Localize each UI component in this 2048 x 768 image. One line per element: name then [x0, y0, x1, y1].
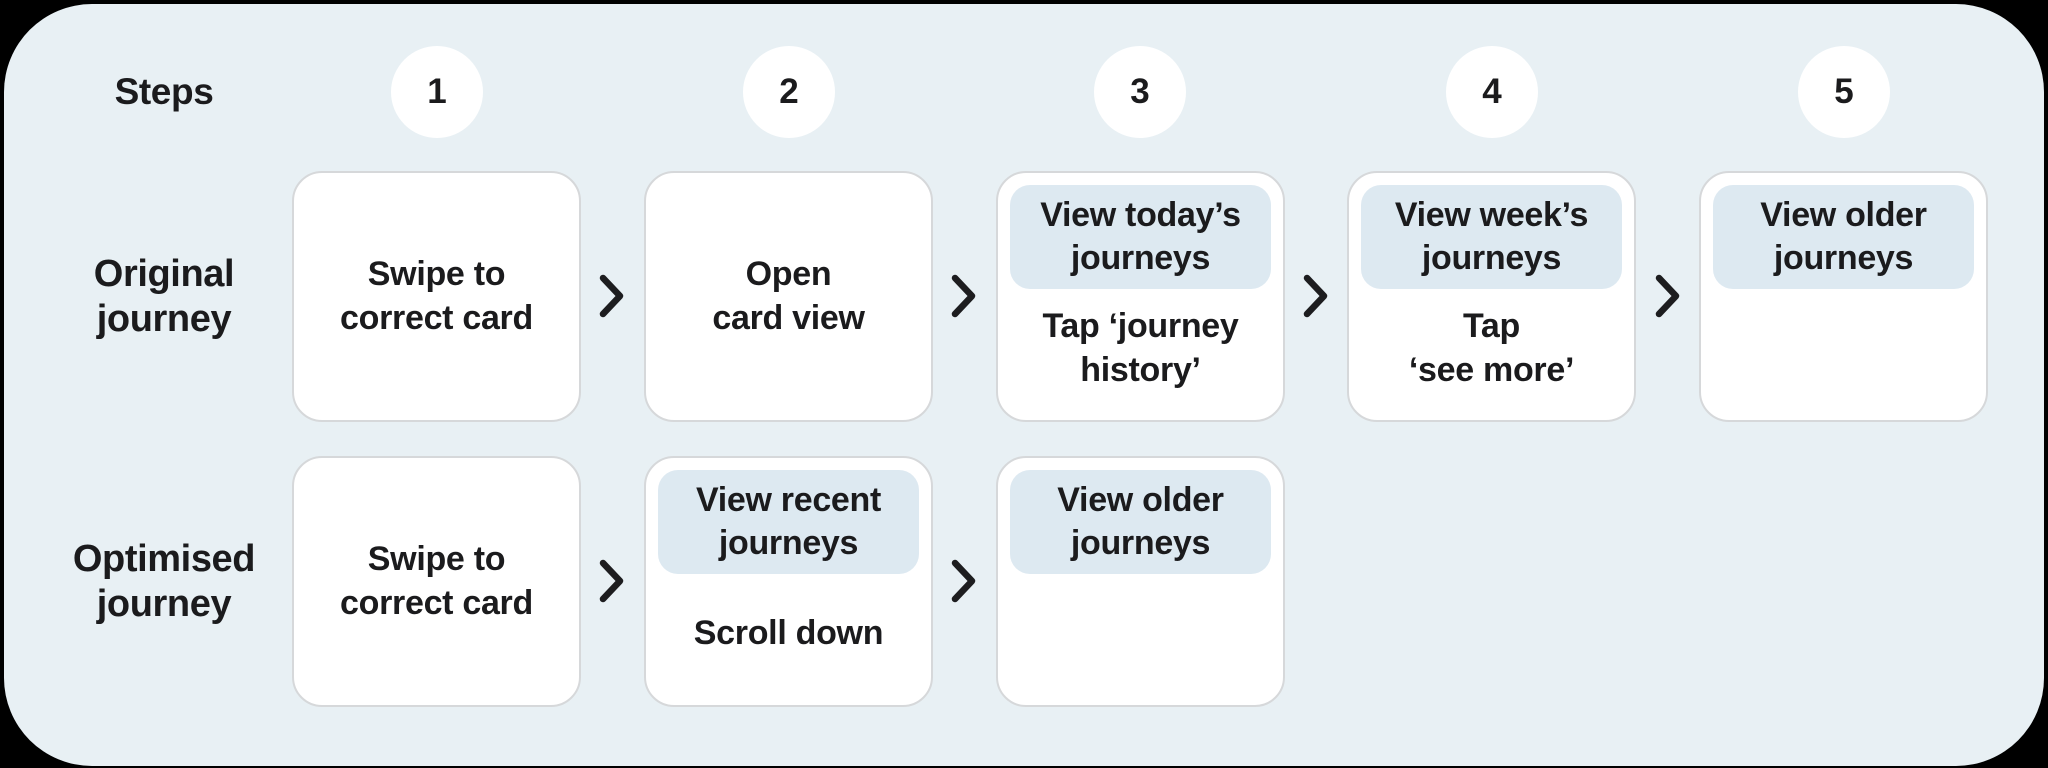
card-body-text: Swipe to correct card	[340, 254, 533, 337]
card-body-text: Scroll down	[693, 613, 884, 652]
row-label-original-journey: Original journey	[93, 252, 235, 340]
card-original-step-4: View week’s journeys Tap ‘see more’	[1347, 171, 1636, 422]
card-body-text: Open card view	[712, 254, 865, 337]
chevron-right-icon	[1655, 273, 1681, 319]
chevron-right-icon	[1303, 273, 1329, 319]
highlighted-action-chip: View week’s journeys	[1361, 185, 1622, 289]
steps-header-label: Steps	[114, 71, 214, 112]
card-body-text	[1713, 289, 1974, 408]
card-body-text: Tap ‘journey history’	[1042, 306, 1239, 389]
card-body-text	[1010, 574, 1271, 693]
card-body-text: Swipe to correct card	[340, 539, 533, 622]
step-number-circle-5: 5	[1798, 46, 1890, 138]
highlighted-action-chip: View today’s journeys	[1010, 185, 1271, 289]
card-optimised-step-3: View older journeys	[996, 456, 1285, 707]
highlighted-action-chip: View recent journeys	[658, 470, 919, 574]
card-original-step-3: View today’s journeys Tap ‘journey histo…	[996, 171, 1285, 422]
chevron-right-icon	[599, 558, 625, 604]
card-original-step-1: Swipe to correct card	[292, 171, 581, 422]
card-body-text: Tap ‘see more’	[1408, 306, 1575, 389]
card-optimised-step-1: Swipe to correct card	[292, 456, 581, 707]
step-number-circle-1: 1	[391, 46, 483, 138]
step-number-circle-4: 4	[1446, 46, 1538, 138]
journey-map-board: Steps 1 2 3 4 5 Original journey Swipe t…	[4, 4, 2044, 766]
row-label-optimised-journey: Optimised journey	[72, 537, 256, 625]
card-optimised-step-2: View recent journeys Scroll down	[644, 456, 933, 707]
chevron-right-icon	[951, 558, 977, 604]
step-number-circle-2: 2	[743, 46, 835, 138]
chevron-right-icon	[599, 273, 625, 319]
card-original-step-5: View older journeys	[1699, 171, 1988, 422]
card-original-step-2: Open card view	[644, 171, 933, 422]
highlighted-action-chip: View older journeys	[1713, 185, 1974, 289]
chevron-right-icon	[951, 273, 977, 319]
step-number-circle-3: 3	[1094, 46, 1186, 138]
highlighted-action-chip: View older journeys	[1010, 470, 1271, 574]
